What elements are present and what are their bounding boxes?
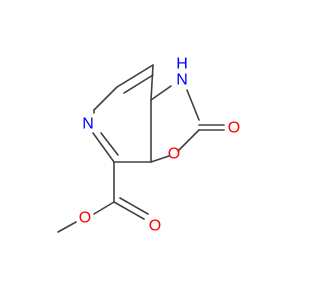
bond-o-methyl bbox=[57, 221, 77, 233]
bond-c-ester-o-single bbox=[93, 201, 115, 215]
atom-label-n1: N bbox=[176, 72, 188, 89]
atom-labels: N H N O O O O bbox=[79, 56, 240, 235]
bond-c7a-n1 bbox=[150, 85, 172, 101]
atom-label-o-carbonyl: O bbox=[228, 120, 240, 137]
atom-label-o-ester-carbonyl: O bbox=[149, 218, 161, 235]
bond-c7-c6 bbox=[93, 86, 118, 111]
bond-c7a-c7 bbox=[150, 64, 154, 101]
bond-n1-c2 bbox=[186, 89, 200, 121]
bond-c7-c7a bbox=[116, 64, 154, 88]
atom-label-o-ring: O bbox=[168, 146, 180, 163]
atom-label-o-ester: O bbox=[79, 210, 91, 227]
bond-c-ester-o-double-inner bbox=[119, 197, 149, 215]
atom-label-n1-hydrogen: H bbox=[176, 56, 188, 73]
bonds bbox=[57, 64, 225, 233]
bond-n5-c4 bbox=[92, 132, 115, 163]
bond-n5-c4-inner bbox=[100, 132, 119, 156]
bond-c2-o3 bbox=[177, 129, 200, 152]
bond-c-ester-o-double bbox=[113, 201, 145, 220]
bond-c7-c7a-inner bbox=[123, 74, 154, 94]
atom-label-n-pyridine: N bbox=[82, 116, 94, 133]
chemical-structure: N H N O O O O bbox=[57, 56, 240, 235]
bond-o3-c3a bbox=[150, 155, 170, 163]
